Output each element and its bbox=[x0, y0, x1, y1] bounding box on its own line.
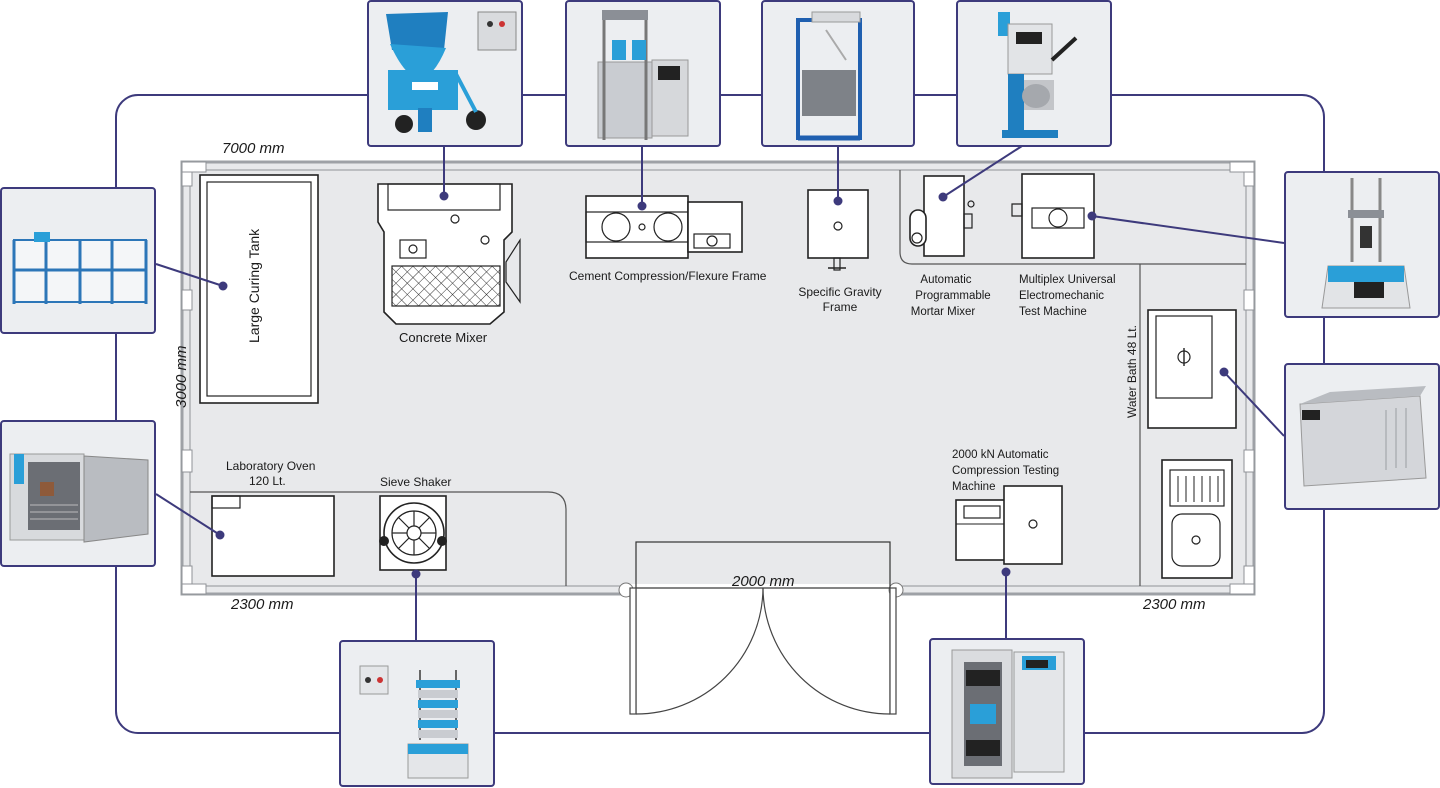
cement-frame-photo bbox=[565, 0, 721, 147]
mortar-mixer-label-1: Automatic bbox=[920, 274, 971, 286]
water-bath-photo bbox=[1284, 363, 1440, 510]
gravity-frame-label-2: Frame bbox=[823, 300, 858, 314]
dim-bottom-right: 2300 mm bbox=[1142, 596, 1206, 613]
curing-tank-label: Large Curing Tank bbox=[246, 228, 262, 343]
double-door bbox=[629, 587, 897, 715]
multiplex-label-2: Electromechanic bbox=[1019, 290, 1104, 302]
oven-label-1: Laboratory Oven bbox=[226, 459, 315, 473]
mortar-mixer-photo bbox=[956, 0, 1112, 147]
bench-top-right bbox=[899, 170, 1246, 265]
mortar-mixer-label-2: Programmable bbox=[915, 290, 990, 302]
oven-plan: Laboratory Oven 120 Lt. bbox=[211, 459, 335, 577]
concrete-mixer-photo bbox=[367, 0, 523, 147]
mortar-mixer-label-3: Mortar Mixer bbox=[911, 306, 976, 318]
water-bath-plan: Water Bath 48 Lt. bbox=[1125, 309, 1237, 429]
cement-frame-plan: Cement Compression/Flexure Frame bbox=[569, 195, 767, 283]
compression-label-3: Machine bbox=[952, 481, 995, 493]
cement-frame-label: Cement Compression/Flexure Frame bbox=[569, 269, 767, 283]
concrete-mixer-label: Concrete Mixer bbox=[399, 330, 488, 345]
dim-bottom-left: 2300 mm bbox=[230, 596, 294, 613]
water-bath-label: Water Bath 48 Lt. bbox=[1125, 325, 1139, 418]
multiplex-photo bbox=[1284, 171, 1440, 318]
dim-top-width: 7000 mm bbox=[222, 140, 285, 157]
oven-photo bbox=[0, 420, 156, 567]
compression-machine-plan: 2000 kN Automatic Compression Testing Ma… bbox=[952, 449, 1063, 565]
sieve-shaker-plan: Sieve Shaker bbox=[379, 475, 451, 571]
multiplex-label-1: Multiplex Universal bbox=[1019, 274, 1116, 286]
multiplex-plan: Multiplex Universal Electromechanic Test… bbox=[1011, 173, 1116, 318]
curing-tank-photo bbox=[0, 187, 156, 334]
dim-left-height: 3000 mm bbox=[173, 345, 190, 408]
sieve-shaker-photo bbox=[339, 640, 495, 787]
curing-tank-plan: Large Curing Tank bbox=[199, 174, 319, 404]
compression-label-1: 2000 kN Automatic bbox=[952, 449, 1049, 461]
multiplex-label-3: Test Machine bbox=[1019, 306, 1087, 318]
sink-plan bbox=[1161, 459, 1233, 579]
concrete-mixer-plan: Concrete Mixer bbox=[377, 183, 521, 345]
gravity-frame-photo bbox=[761, 0, 915, 147]
connectors bbox=[155, 145, 1285, 640]
dim-door-width: 2000 mm bbox=[731, 573, 795, 590]
sieve-shaker-label: Sieve Shaker bbox=[380, 475, 451, 489]
oven-label-2: 120 Lt. bbox=[249, 474, 286, 488]
gravity-frame-label-1: Specific Gravity bbox=[798, 285, 881, 299]
bench-left bbox=[190, 491, 567, 586]
compression-machine-photo bbox=[929, 638, 1085, 785]
compression-label-2: Compression Testing bbox=[952, 465, 1059, 477]
mortar-mixer-plan: Automatic Programmable Mortar Mixer bbox=[909, 175, 991, 318]
